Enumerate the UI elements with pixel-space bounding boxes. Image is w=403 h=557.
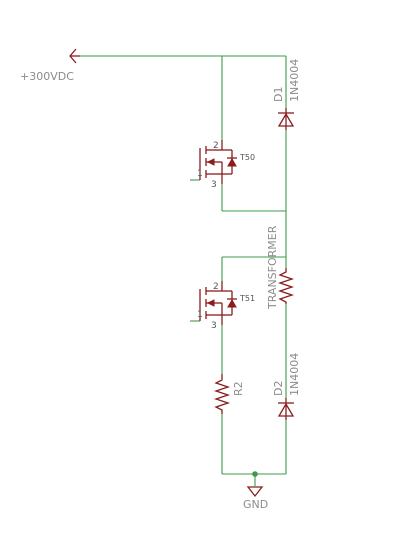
t50-pin-1: 1 — [197, 169, 203, 179]
r2-label: R2 — [232, 381, 245, 396]
wires — [70, 55, 287, 486]
t50-label: T50 — [239, 153, 255, 162]
ground-symbol: GND — [243, 471, 268, 511]
t51-label: T51 — [239, 294, 255, 303]
t50-pin-3: 3 — [211, 180, 217, 190]
t51-pin-2: 2 — [213, 282, 219, 292]
d1-part-label: 1N4004 — [288, 59, 301, 102]
mosfet-t51: 2 1 3 T51 — [197, 281, 255, 331]
transformer-label: TRANSFORMER — [266, 225, 279, 310]
t51-pin-3: 3 — [211, 321, 217, 331]
diode-d1: D1 1N4004 — [272, 59, 301, 130]
supply-label: +300VDC — [20, 70, 74, 83]
ground-label: GND — [243, 498, 268, 511]
mosfet-t50: 2 1 3 T50 — [197, 140, 255, 190]
d1-label: D1 — [272, 87, 285, 102]
supply-terminal: +300VDC — [20, 48, 80, 83]
t51-pin-1: 1 — [197, 310, 203, 320]
transformer: TRANSFORMER — [266, 225, 295, 310]
d2-label: D2 — [272, 381, 285, 396]
junction-dot — [252, 471, 258, 477]
d2-part-label: 1N4004 — [288, 353, 301, 396]
resistor-r2: R2 — [213, 374, 245, 414]
diode-d2: D2 1N4004 — [272, 353, 301, 420]
t50-pin-2: 2 — [213, 141, 219, 151]
